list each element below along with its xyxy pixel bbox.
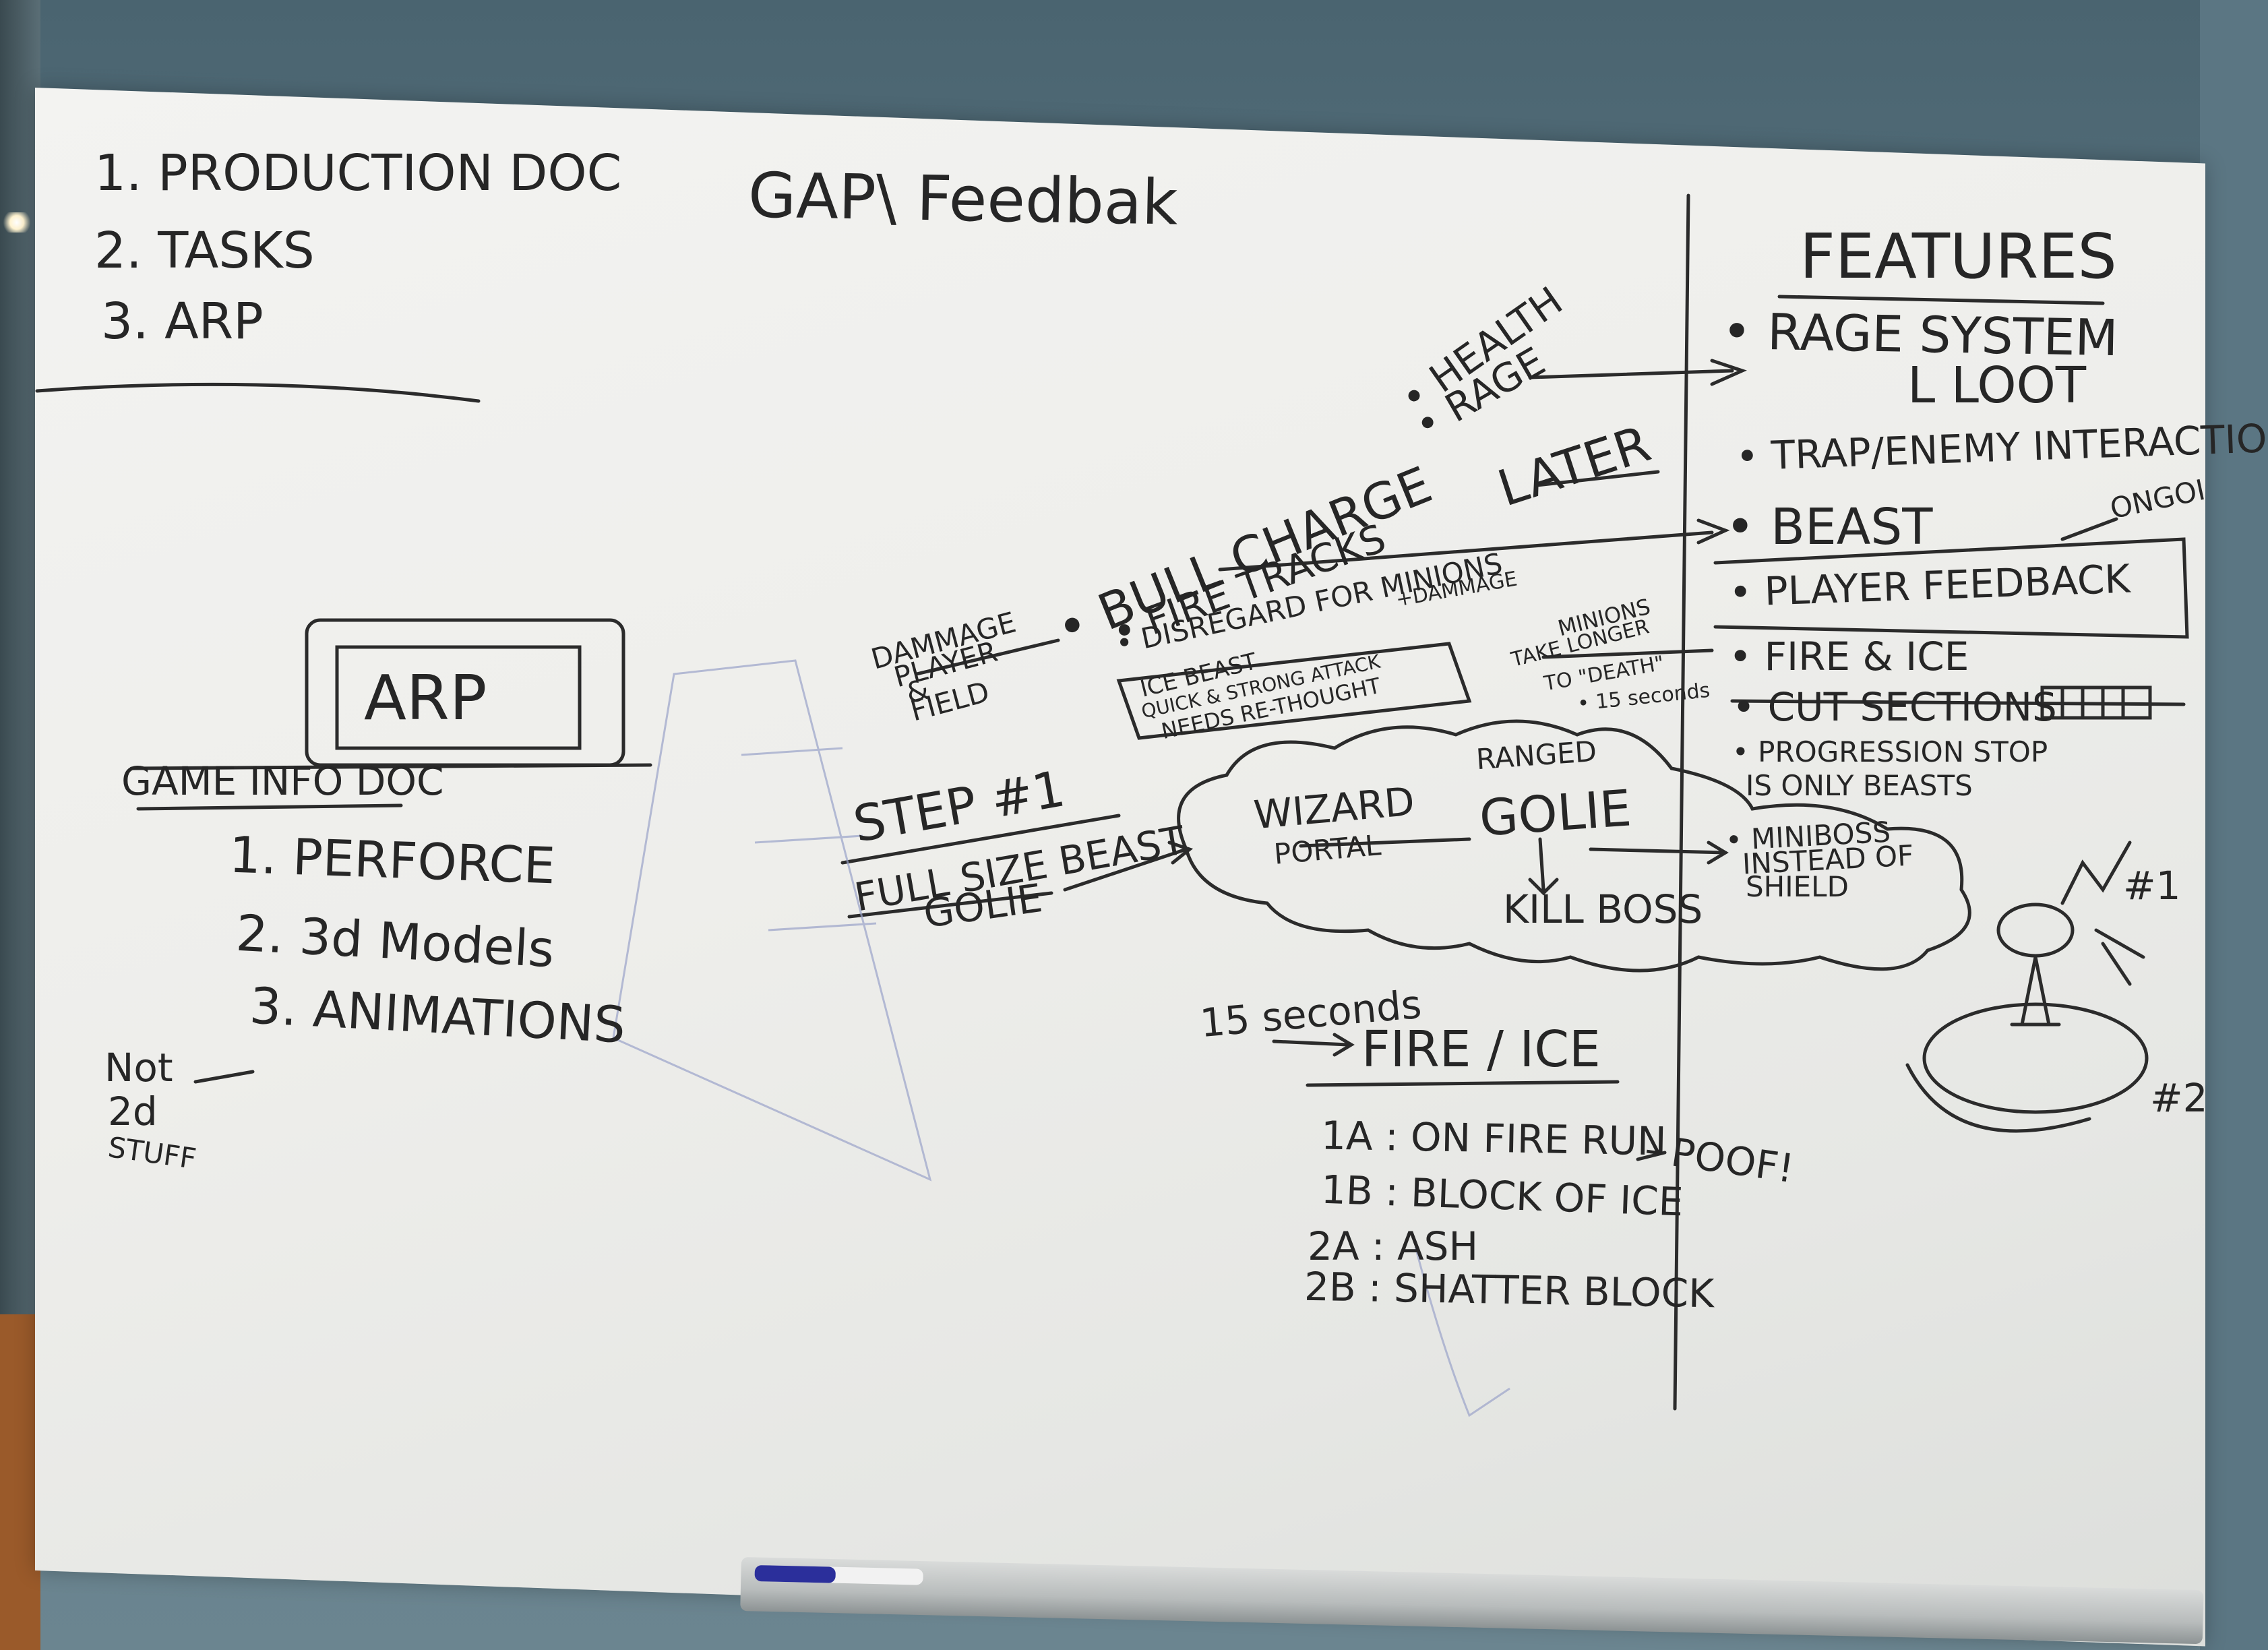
ceiling-light xyxy=(0,212,34,233)
arp-baseline xyxy=(129,763,652,770)
ghost-sketch xyxy=(612,659,932,1182)
ink-strokes xyxy=(35,193,2189,1417)
figure-pad xyxy=(1922,1002,2149,1114)
marker-cap xyxy=(754,1565,836,1583)
arp-item-1: 1. PERFORCE xyxy=(228,826,557,896)
fire-ice-step-1a: 1A : ON FIRE RUN xyxy=(1320,1112,1667,1165)
todo-item-1: 1. PRODUCTION DOC xyxy=(94,144,622,202)
cloud-ranged: RANGED xyxy=(1475,734,1598,776)
feature-only-beasts: IS ONLY BEASTS xyxy=(1746,769,1973,802)
fire-ice-step-2b: 2B : SHATTER BLOCK xyxy=(1304,1263,1715,1317)
floor xyxy=(0,1314,40,1650)
fire-ice-title: FIRE / ICE xyxy=(1361,1020,1601,1078)
arp-inner-box xyxy=(335,645,582,750)
feature-cut-sections: • CUT SECTIONS xyxy=(1732,684,2057,730)
figure-number-2: #2 xyxy=(2150,1075,2208,1121)
board-title: GAP\ Feedbak xyxy=(747,159,1179,239)
fire-ice-step-1b: 1B : BLOCK OF ICE xyxy=(1320,1166,1684,1225)
feature-rage-system: • RAGE SYSTEM xyxy=(1721,302,2119,368)
todo-item-3: 3. ARP xyxy=(101,293,264,350)
game-info-doc: GAME INFO DOC xyxy=(121,758,444,804)
todo-underline xyxy=(35,382,481,403)
figure-head xyxy=(1996,903,2075,958)
arp-box-label: ARP xyxy=(364,662,487,734)
todo-item-2: 2. TASKS xyxy=(94,222,315,280)
cloud-kill-boss: KILL BOSS xyxy=(1503,886,1703,932)
figure-number-1: #1 xyxy=(2123,863,2181,909)
cloud-golie: GOLIE xyxy=(1477,779,1634,848)
cloud-miniboss-3: SHIELD xyxy=(1746,870,1849,903)
not-2d-line-2: 2d xyxy=(108,1089,158,1134)
features-divider xyxy=(1673,193,1690,1411)
feature-progression-stop: • PROGRESSION STOP xyxy=(1732,735,2048,768)
game-info-underline xyxy=(136,803,403,811)
feature-beast: • BEAST xyxy=(1725,498,1933,556)
features-underline xyxy=(1777,295,2105,305)
feature-loot: L LOOT xyxy=(1907,357,2087,415)
feature-fire-ice: • FIRE & ICE xyxy=(1729,634,1969,679)
ice-beast-box xyxy=(1116,642,1472,740)
player-feedback-box xyxy=(1713,537,2189,639)
not-2d-line-1: Not xyxy=(104,1045,173,1091)
goal-cloud xyxy=(1177,719,1971,973)
features-title: FEATURES xyxy=(1800,220,2117,293)
fire-ice-step-2a: 2A : ASH xyxy=(1308,1223,1479,1269)
not-2d-dash xyxy=(193,1070,255,1084)
